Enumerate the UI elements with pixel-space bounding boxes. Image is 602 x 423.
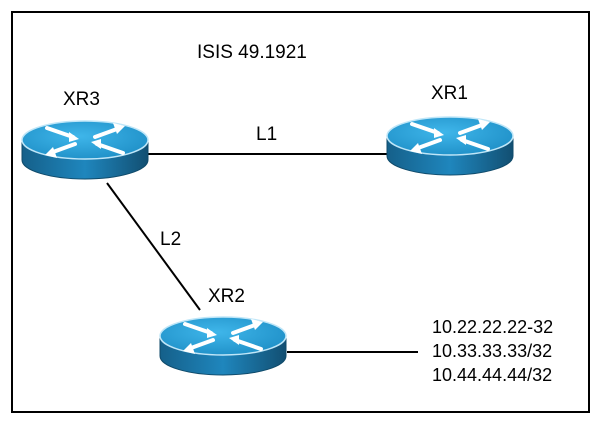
link-l2-label: L2 — [160, 229, 181, 250]
router-xr1-label: XR1 — [431, 83, 468, 104]
network-prefix-3: 10.44.44.44/32 — [432, 365, 552, 385]
link-l2-line — [106, 182, 201, 311]
diagram-frame — [11, 11, 590, 413]
router-xr3[interactable] — [20, 119, 150, 181]
router-icon — [158, 315, 288, 377]
network-prefix-2: 10.33.33.33/32 — [432, 341, 552, 361]
router-xr3-label: XR3 — [63, 89, 100, 110]
router-xr1[interactable] — [385, 115, 515, 177]
router-xr2-label: XR2 — [208, 286, 245, 307]
router-icon — [20, 119, 150, 181]
link-l1-label: L1 — [256, 124, 277, 145]
network-prefix-1: 10.22.22.22-32 — [432, 317, 553, 337]
router-xr2[interactable] — [158, 315, 288, 377]
diagram-title: ISIS 49.1921 — [197, 42, 307, 63]
router-icon — [385, 115, 515, 177]
